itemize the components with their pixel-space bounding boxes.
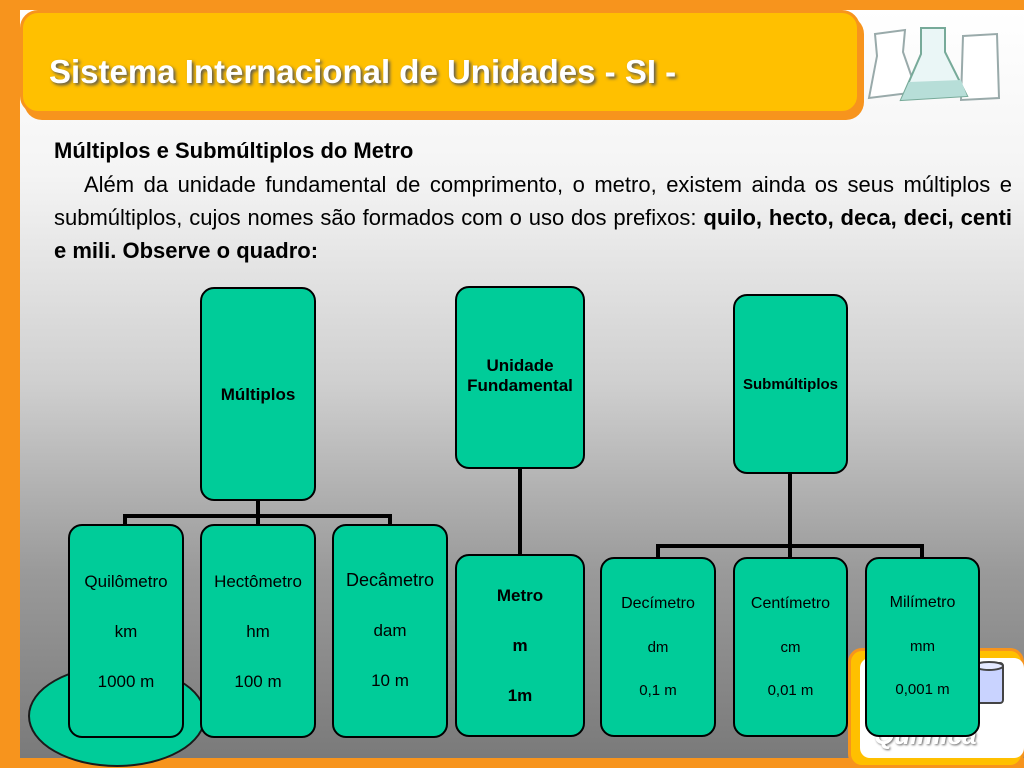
node-metro: Metro m 1m: [455, 554, 585, 737]
page-title: Sistema Internacional de Unidades - SI -: [49, 53, 677, 90]
decimetro-value: 0,1 m: [639, 682, 677, 699]
node-unidade-label-1: Unidade: [486, 356, 554, 375]
node-submultiplos: Submúltiplos: [733, 294, 848, 474]
milimetro-symbol: mm: [910, 638, 935, 655]
metro-name: Metro: [496, 586, 544, 605]
node-unidade-fundamental: Unidade Fundamental: [455, 286, 585, 469]
intro-paragraph: Além da unidade fundamental de comprimen…: [54, 168, 1012, 267]
node-decimetro: Decímetro dm 0,1 m: [600, 557, 716, 737]
section-subheading: Múltiplos e Submúltiplos do Metro: [54, 138, 414, 163]
beaker-icon: [974, 661, 1004, 704]
hectometro-symbol: hm: [246, 622, 270, 641]
node-multiplos: Múltiplos: [200, 287, 316, 501]
node-hectometro: Hectômetro hm 100 m: [200, 524, 316, 738]
metro-symbol: m: [512, 636, 528, 655]
decimetro-symbol: dm: [647, 639, 669, 656]
centimetro-value: 0,01 m: [767, 682, 814, 699]
node-unidade-label-2: Fundamental: [467, 376, 573, 395]
paragraph-bold-text: quilo, hecto, deca, deci, centi e mili. …: [54, 205, 1012, 263]
node-multiplos-label: Múltiplos: [220, 385, 296, 404]
node-decametro: Decâmetro dam 10 m: [332, 524, 448, 738]
quilometro-value: 1000 m: [97, 672, 155, 691]
decimetro-name: Decímetro: [621, 595, 695, 612]
node-milimetro: Milímetro mm 0,001 m: [865, 557, 980, 737]
milimetro-name: Milímetro: [889, 594, 956, 611]
flasks-icon: [867, 27, 1001, 102]
quilometro-name: Quilômetro: [84, 572, 168, 591]
title-banner: Sistema Internacional de Unidades - SI -: [20, 10, 860, 114]
node-centimetro: Centímetro cm 0,01 m: [733, 557, 848, 737]
hectometro-value: 100 m: [234, 672, 282, 691]
centimetro-name: Centímetro: [750, 595, 831, 612]
decametro-symbol: dam: [373, 621, 407, 640]
paragraph-text: Além da unidade fundamental de comprimen…: [54, 172, 1012, 230]
decametro-name: Decâmetro: [345, 570, 435, 590]
milimetro-value: 0,001 m: [895, 681, 950, 698]
metro-value: 1m: [507, 686, 533, 705]
quilometro-symbol: km: [114, 622, 138, 641]
hectometro-name: Hectômetro: [214, 572, 302, 591]
node-submultiplos-label: Submúltiplos: [743, 376, 838, 393]
node-quilometro: Quilômetro km 1000 m: [68, 524, 184, 738]
decametro-value: 10 m: [371, 671, 409, 690]
centimetro-symbol: cm: [780, 639, 801, 656]
